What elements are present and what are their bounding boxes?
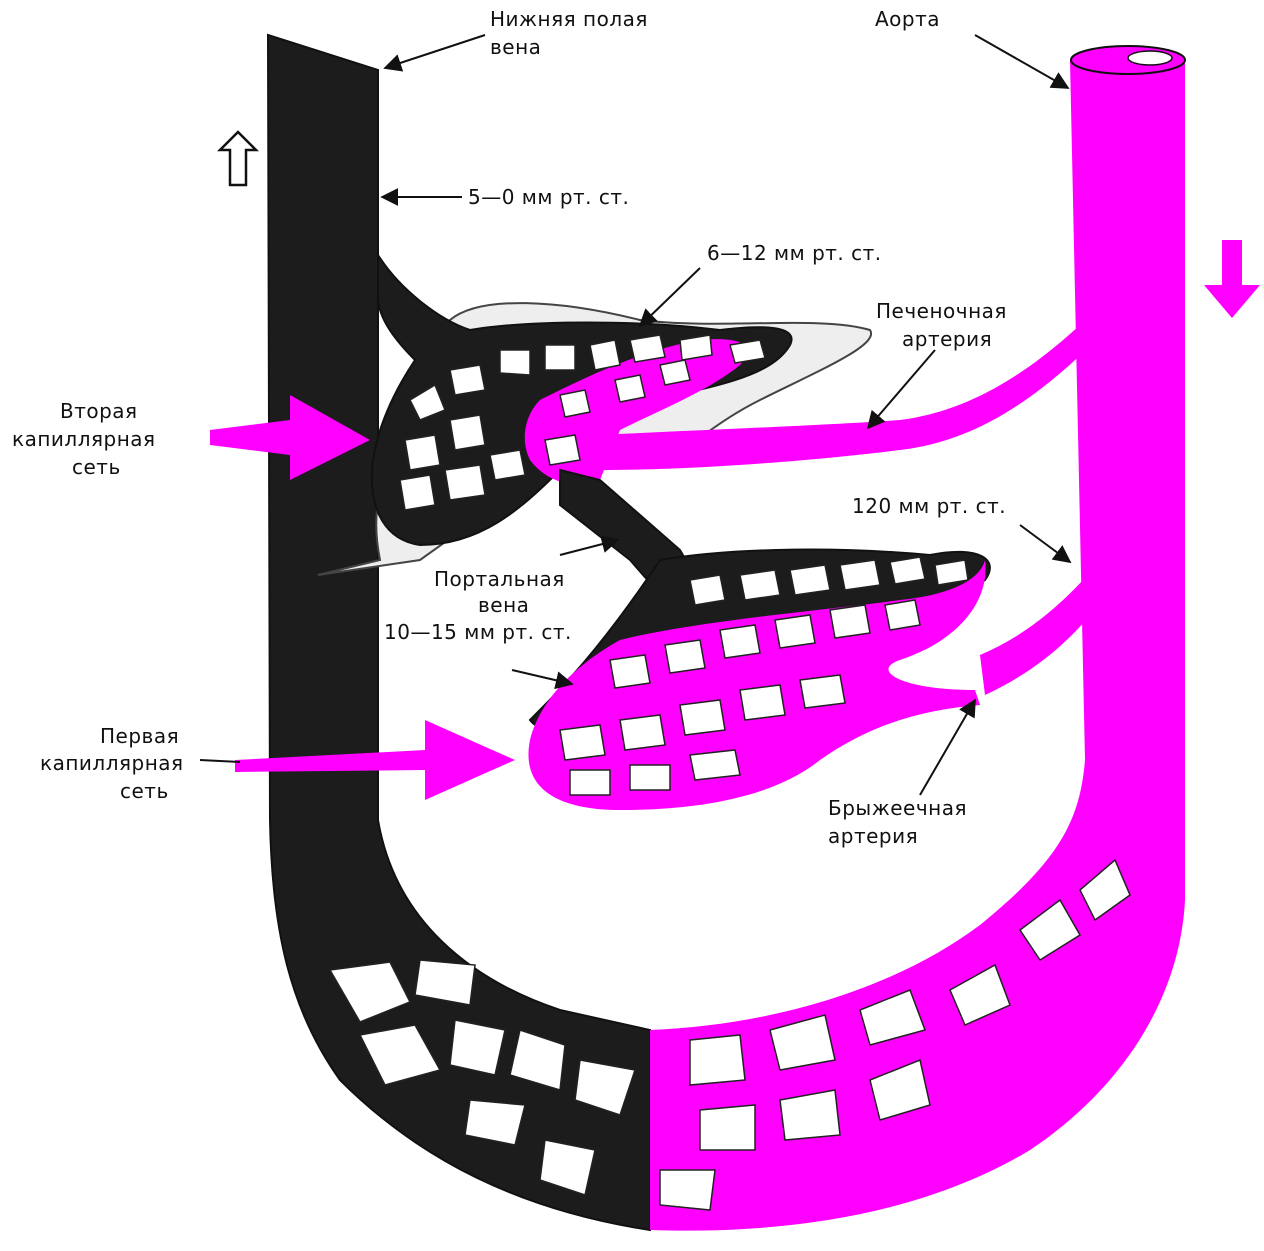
label-ivc-line2: вена [490,35,541,59]
label-hepatic-artery-line2: артерия [902,327,992,351]
label-second-net-line1: Вторая [60,399,138,423]
aorta-opening [1128,51,1172,65]
label-portal-vein-line2: вена [478,593,529,617]
label-aorta: Аорта [875,7,940,31]
label-first-net-line1: Первая [100,724,179,748]
label-first-net-line2: капиллярная [40,751,184,775]
arrow-down-icon [1204,240,1260,318]
label-portal-vein-line1: Портальная [434,567,565,591]
label-ivc-line1: Нижняя полая [490,7,648,31]
label-hepatic-artery-line1: Печеночная [876,299,1007,323]
label-second-net-line2: капиллярная [12,427,156,451]
label-mesenteric-line2: артерия [828,824,918,848]
label-second-net-line3: сеть [72,455,121,479]
label-mesenteric-line1: Брыжеечная [828,796,967,820]
label-aorta-pressure: 120 мм рт. ст. [852,494,1006,518]
label-portal-pressure: 10—15 мм рт. ст. [384,620,572,644]
label-ivc-pressure: 5—0 мм рт. ст. [468,185,629,209]
intestine-capillary-net [528,550,989,810]
arrow-up-icon [220,132,256,185]
label-first-net-line3: сеть [120,779,169,803]
label-liver-pressure: 6—12 мм рт. ст. [707,241,882,265]
